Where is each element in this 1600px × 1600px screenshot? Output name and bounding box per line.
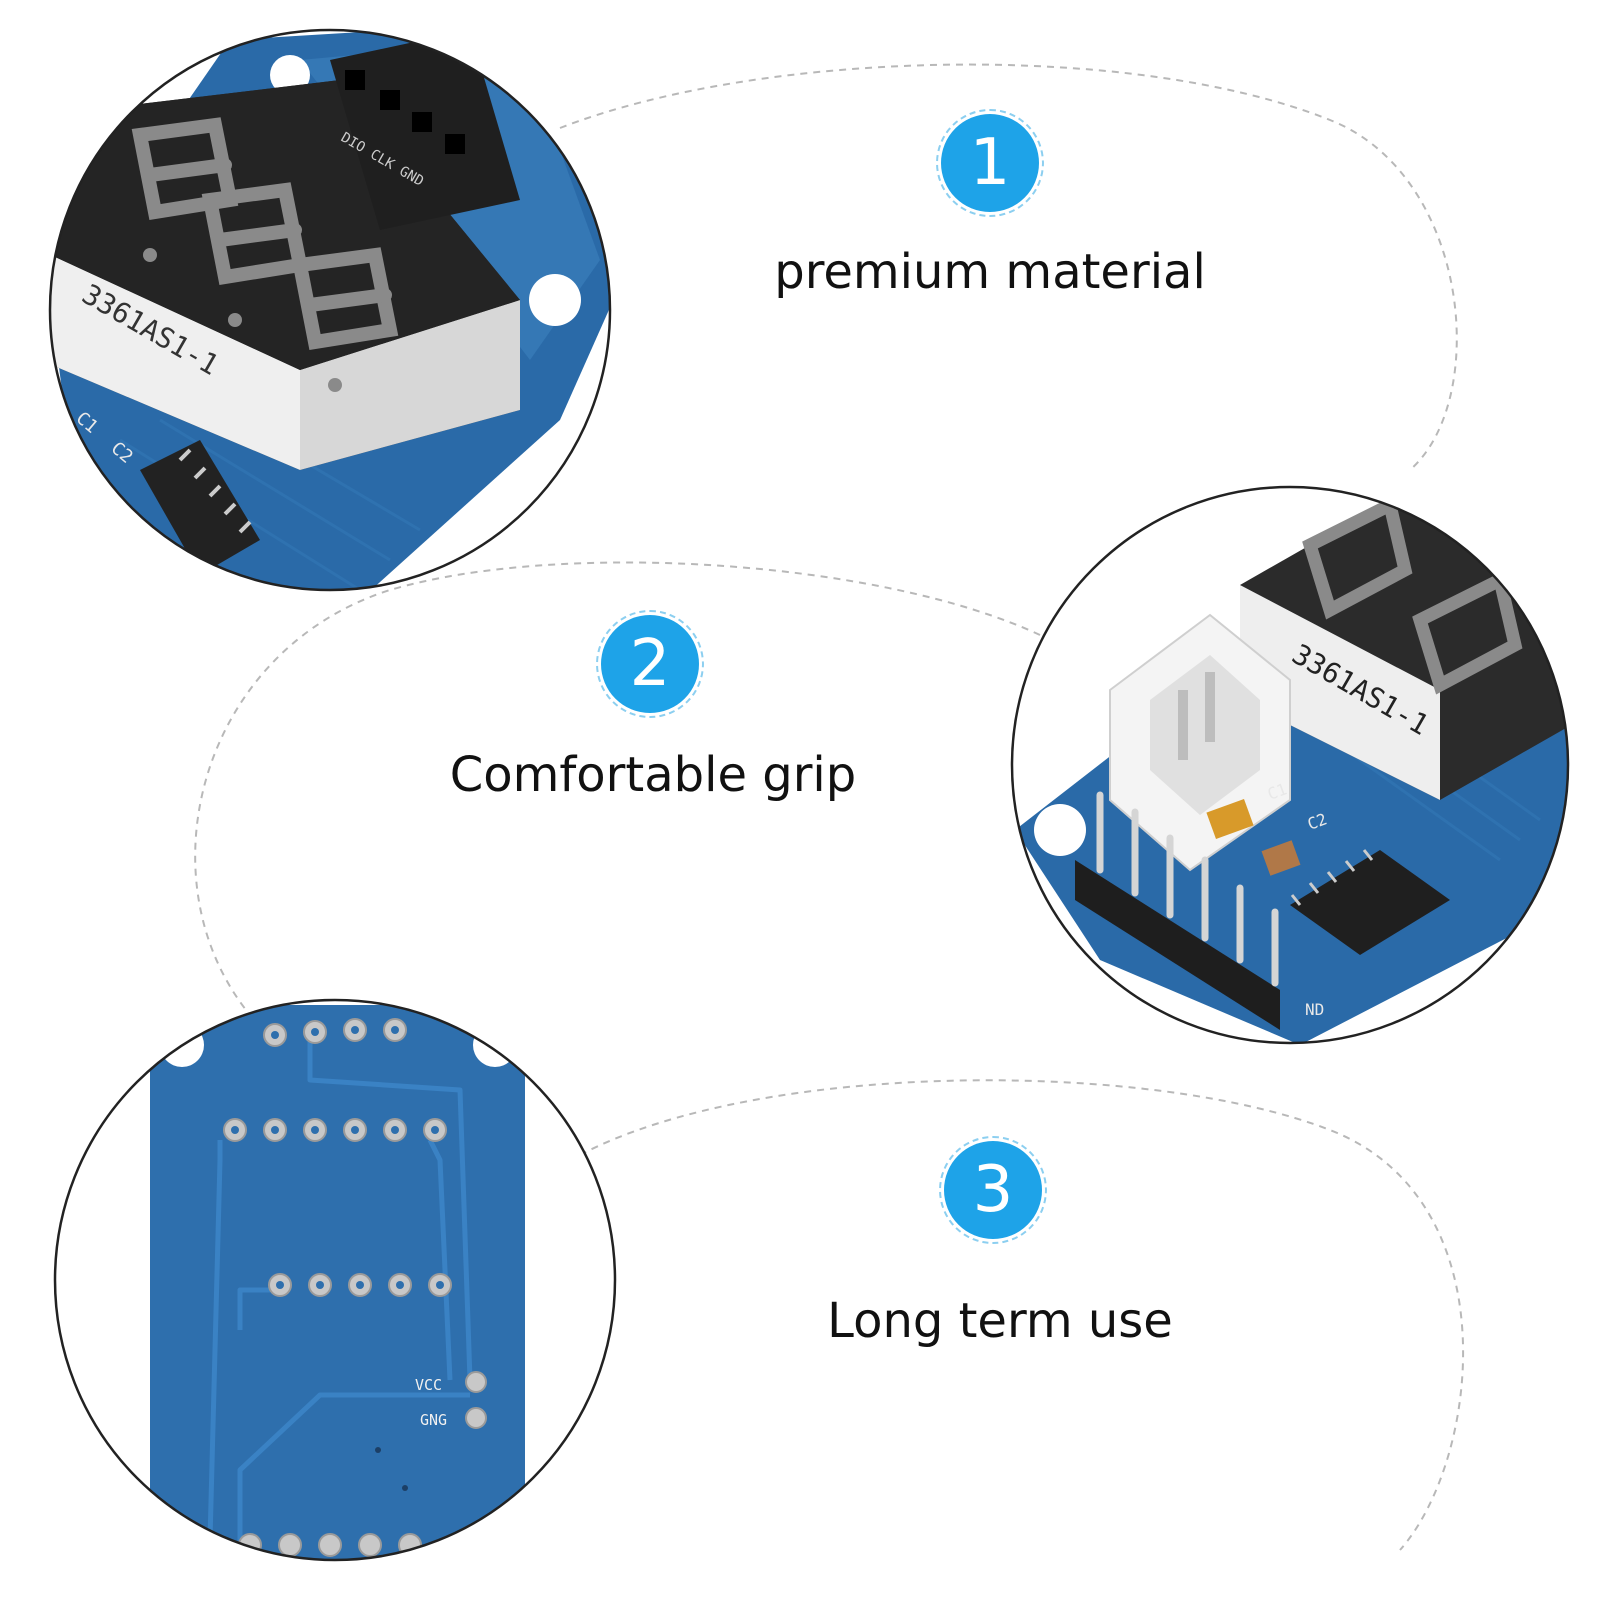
feature-label-3: Long term use (827, 1293, 1173, 1349)
dashed-line-bottom (579, 1079, 1465, 1551)
product-photo-connector: 3361AS1-1 C1 C2 (1010, 485, 1570, 1045)
product-photo-pcb-back: VCC GNG (53, 998, 617, 1562)
gnd-label: GNG (420, 1411, 447, 1429)
badge-circle-1: 1 (941, 114, 1039, 212)
feature-label-1: premium material (774, 244, 1206, 300)
feature-badge-3: 3 (939, 1136, 1047, 1244)
dashed-line-top (559, 63, 1458, 471)
gnd-label-partial: ND (1305, 1000, 1324, 1019)
badge-number-2: 2 (629, 627, 671, 701)
badge-number-1: 1 (969, 126, 1011, 200)
dashed-line-middle (194, 561, 1041, 1016)
badge-number-3: 3 (972, 1153, 1014, 1227)
feature-badge-2: 2 (596, 610, 704, 718)
pin-header (1075, 791, 1280, 1030)
badge-circle-2: 2 (601, 615, 699, 713)
feature-label-2: Comfortable grip (449, 747, 857, 803)
feature-badge-1: 1 (936, 109, 1044, 217)
product-photo-display: 3361AS1-1 DIO CLK GND C1 C2 (48, 28, 612, 592)
vcc-label: VCC (415, 1376, 442, 1394)
badge-circle-3: 3 (944, 1141, 1042, 1239)
dashed-connector-lines (194, 63, 1465, 1551)
